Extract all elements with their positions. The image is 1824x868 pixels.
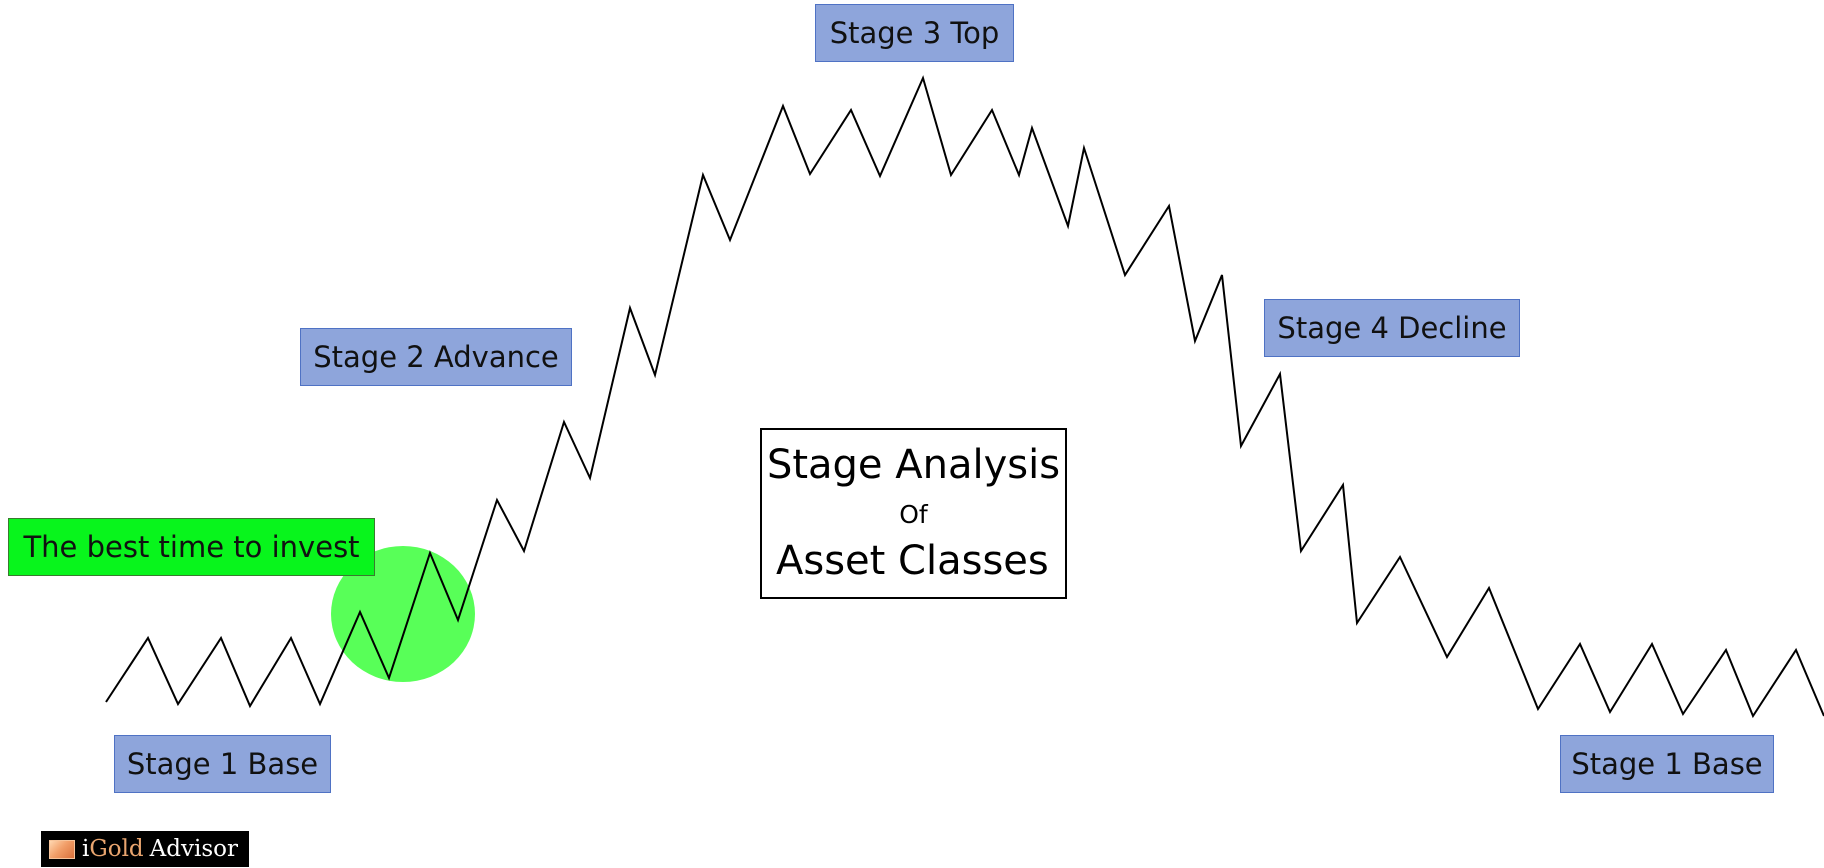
logo-text-i: i xyxy=(82,836,90,862)
title-line-stage-analysis: Stage Analysis xyxy=(766,442,1061,488)
stage-4-decline-label: Stage 4 Decline xyxy=(1264,299,1520,357)
stage-2-advance-label: Stage 2 Advance xyxy=(300,328,572,386)
title-line-of: Of xyxy=(899,500,928,529)
title-line-asset-classes: Asset Classes xyxy=(776,538,1049,584)
logo-text-gold: Gold xyxy=(89,836,144,862)
best-time-highlight-circle xyxy=(331,546,475,682)
igold-advisor-logo: i Gold Advisor xyxy=(41,831,249,867)
stage-1-base-label-left: Stage 1 Base xyxy=(114,735,331,793)
logo-mark-icon xyxy=(49,839,75,859)
logo-text-advisor: Advisor xyxy=(149,836,238,862)
stage-1-base-label-right: Stage 1 Base xyxy=(1560,735,1774,793)
diagram-title-box: Stage Analysis Of Asset Classes xyxy=(760,428,1067,599)
stage-3-top-label: Stage 3 Top xyxy=(815,4,1014,62)
price-cycle-line xyxy=(105,75,1824,719)
best-time-to-invest-label: The best time to invest xyxy=(8,518,375,576)
